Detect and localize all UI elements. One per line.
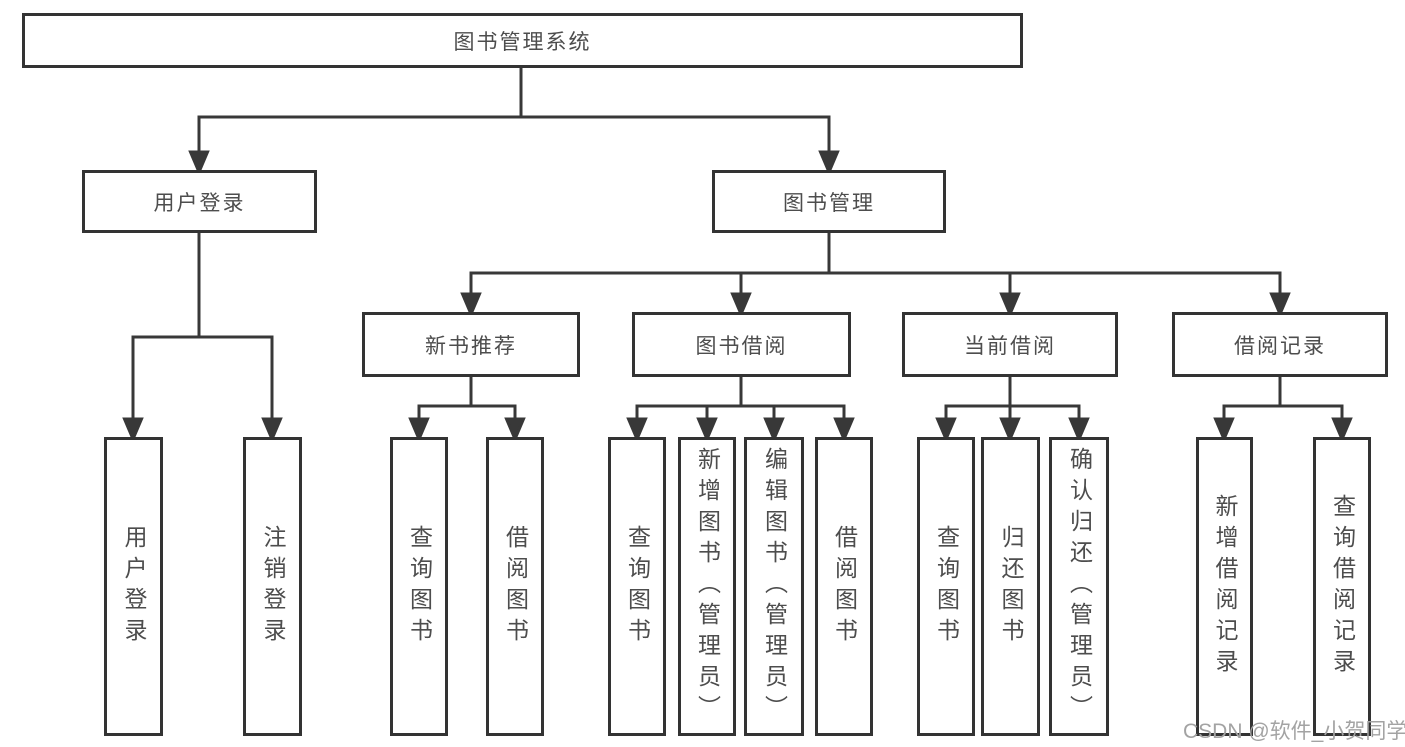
node-current-borrowing-label: 当前借阅 — [964, 334, 1056, 358]
leaf-records-add-record: 新增借阅记录 — [1196, 437, 1253, 736]
leaf-records-add-record-label: 新增借阅记录 — [1212, 493, 1238, 680]
leaf-borrow-edit-books-admin-label: 编辑图书（管理员） — [761, 447, 788, 726]
node-book-management-label: 图书管理 — [783, 191, 875, 215]
leaf-borrow-query-books-label: 查询图书 — [624, 524, 651, 649]
leaf-current-confirm-return-admin: 确认归还（管理员） — [1049, 437, 1109, 736]
node-book-management: 图书管理 — [712, 170, 946, 233]
leaf-recommend-borrow-books-label: 借阅图书 — [502, 524, 529, 649]
leaf-logout: 注销登录 — [243, 437, 302, 736]
csdn-watermark: CSDN @软件_小贺同学 — [1183, 720, 1405, 743]
leaf-borrow-add-books-admin-label: 新增图书（管理员） — [694, 447, 721, 726]
node-new-book-recommendation-label: 新书推荐 — [425, 334, 517, 358]
leaf-current-return-books: 归还图书 — [981, 437, 1040, 736]
leaf-user-login-label: 用户登录 — [121, 524, 147, 649]
node-borrowing-records: 借阅记录 — [1172, 312, 1388, 377]
leaf-user-login: 用户登录 — [104, 437, 163, 736]
node-user-login: 用户登录 — [82, 170, 317, 233]
leaf-recommend-query-books-label: 查询图书 — [406, 524, 433, 649]
leaf-borrow-borrow-books-label: 借阅图书 — [831, 524, 858, 649]
node-borrowing-records-label: 借阅记录 — [1234, 334, 1326, 358]
node-root-system: 图书管理系统 — [22, 13, 1023, 68]
leaf-borrow-edit-books-admin: 编辑图书（管理员） — [744, 437, 804, 736]
node-user-login-label: 用户登录 — [153, 191, 246, 215]
node-book-borrowing-label: 图书借阅 — [695, 334, 788, 358]
node-root-label: 图书管理系统 — [453, 30, 592, 54]
leaf-borrow-borrow-books: 借阅图书 — [815, 437, 873, 736]
leaf-recommend-borrow-books: 借阅图书 — [486, 437, 544, 736]
leaf-records-query-record: 查询借阅记录 — [1313, 437, 1371, 736]
leaf-current-query-books-label: 查询图书 — [933, 524, 960, 649]
leaf-recommend-query-books: 查询图书 — [390, 437, 448, 736]
leaf-logout-label: 注销登录 — [260, 524, 286, 649]
leaf-current-confirm-return-admin-label: 确认归还（管理员） — [1066, 447, 1093, 726]
node-current-borrowing: 当前借阅 — [902, 312, 1118, 377]
leaf-borrow-add-books-admin: 新增图书（管理员） — [678, 437, 736, 736]
leaf-borrow-query-books: 查询图书 — [608, 437, 666, 736]
node-new-book-recommendation: 新书推荐 — [362, 312, 580, 377]
leaf-records-query-record-label: 查询借阅记录 — [1329, 493, 1356, 680]
leaf-current-return-books-label: 归还图书 — [998, 524, 1024, 649]
leaf-current-query-books: 查询图书 — [917, 437, 975, 736]
node-book-borrowing: 图书借阅 — [632, 312, 851, 377]
